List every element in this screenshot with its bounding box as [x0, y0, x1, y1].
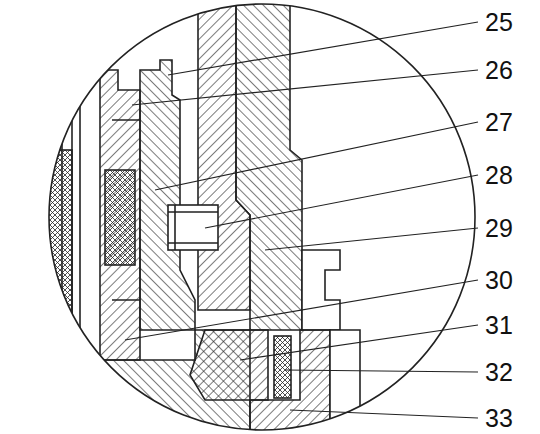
callout-number: 28 — [484, 163, 514, 188]
callout-number: 33 — [484, 406, 514, 431]
callout-number: 26 — [484, 58, 514, 83]
callout-number: 30 — [484, 268, 514, 293]
callout-number: 31 — [484, 313, 514, 338]
callout-number: 25 — [484, 10, 514, 35]
callout-number: 29 — [484, 216, 514, 241]
callout-number: 32 — [484, 360, 514, 385]
callout-number: 27 — [484, 110, 514, 135]
leader-lines — [125, 22, 478, 418]
